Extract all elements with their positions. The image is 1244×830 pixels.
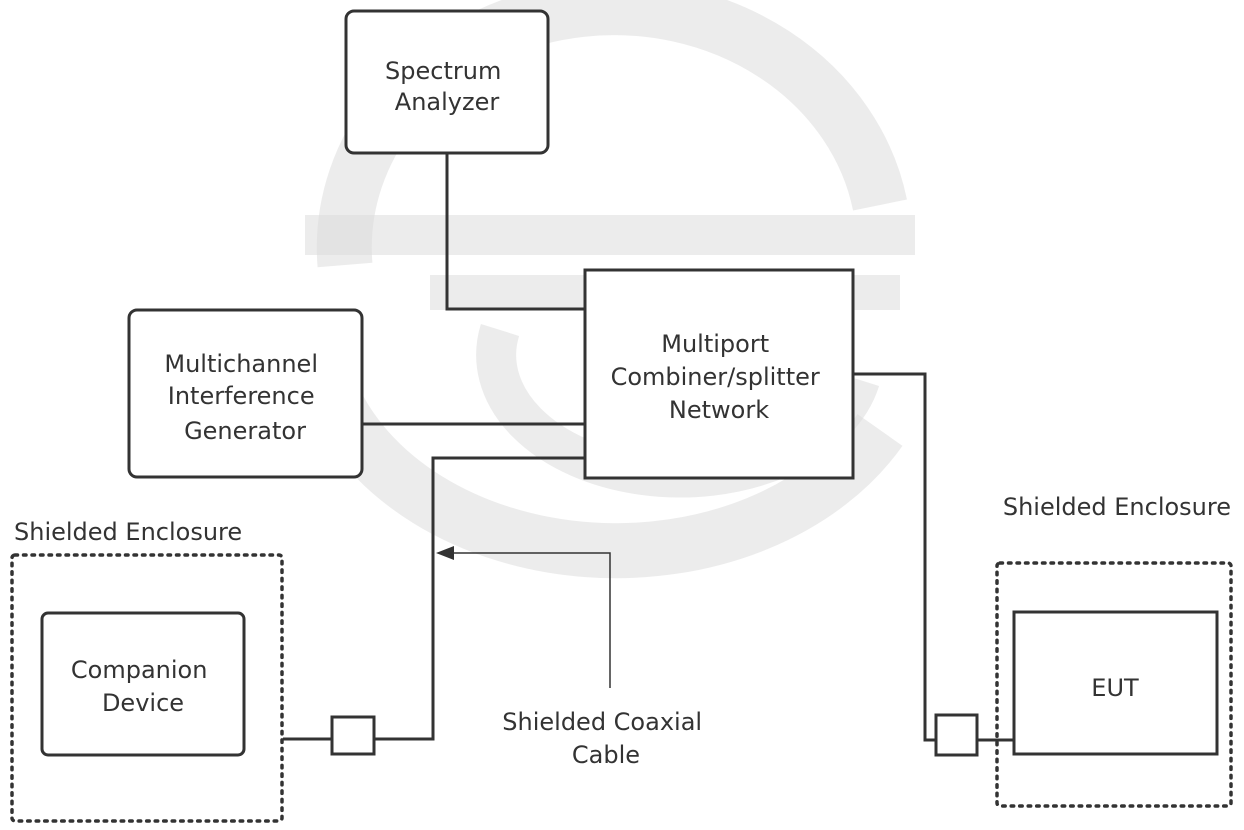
companion-device-box xyxy=(40,611,246,757)
callout-leader-line xyxy=(452,552,611,688)
coax-cable-label: Shielded Coaxial Cable xyxy=(502,708,709,769)
combiner-to-eut-coax xyxy=(853,372,936,742)
combiner-network-box xyxy=(583,268,855,480)
combiner-to-companion-coax xyxy=(374,456,585,741)
spectrum-analyzer-box xyxy=(344,9,550,155)
shielded-enclosure-right xyxy=(995,561,1233,808)
analyzer-to-combiner-wire xyxy=(445,153,585,311)
eut-label: EUT xyxy=(1091,674,1139,702)
combiner-network-label: Multiport Combiner/splitter Network xyxy=(611,330,828,424)
right-connector xyxy=(934,713,979,757)
coax-cable-callout xyxy=(436,546,611,688)
right-enclosure-label: Shielded Enclosure xyxy=(1003,493,1231,521)
interference-generator-label: Multichannel Interference Generator xyxy=(164,350,325,445)
shielded-enclosure-left xyxy=(10,553,284,823)
left-connector xyxy=(330,715,376,756)
connections xyxy=(283,153,1014,742)
companion-device-label: Companion Device xyxy=(71,656,215,717)
callout-arrowhead xyxy=(436,546,454,560)
eut-box xyxy=(1012,610,1219,756)
interference-generator-box xyxy=(127,308,364,479)
left-enclosure-label: Shielded Enclosure xyxy=(14,518,242,546)
spectrum-analyzer-label: Spectrum Analyzer xyxy=(385,57,509,116)
